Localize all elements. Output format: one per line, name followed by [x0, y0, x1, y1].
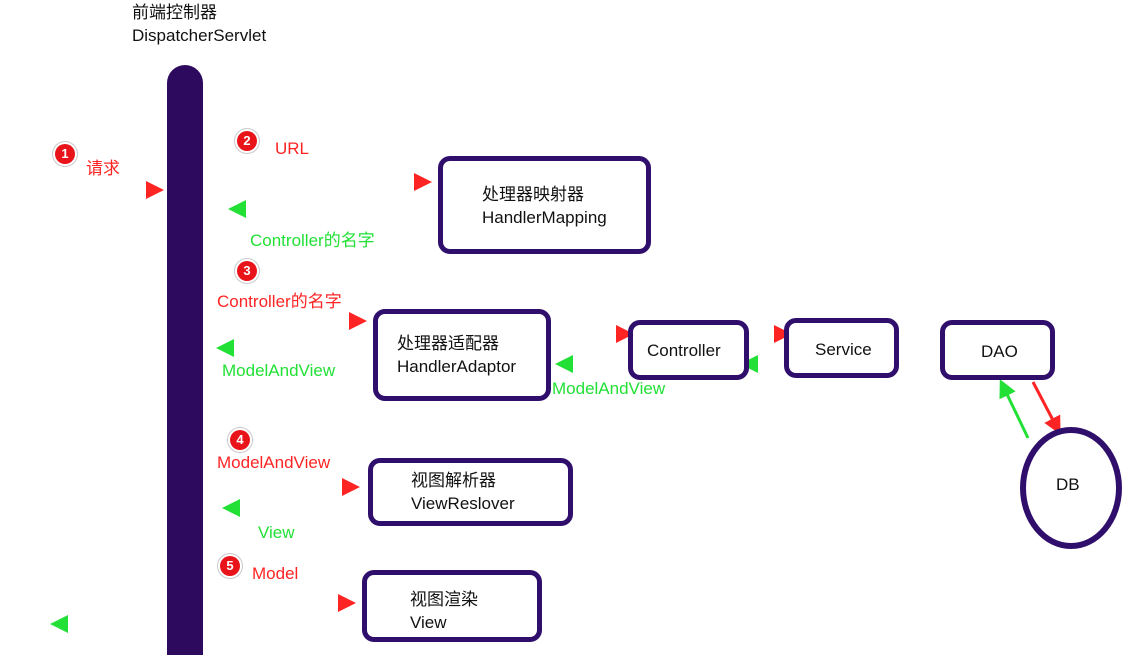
front-controller-title-en: DispatcherServlet: [132, 26, 267, 45]
db-to-dao-arrow: [999, 379, 1030, 439]
front-controller-title-cn: 前端控制器: [132, 3, 217, 22]
dao-box: DAO: [940, 320, 1055, 380]
step-2-badge: 2: [237, 131, 257, 151]
flow-arrows: [14, 173, 1061, 633]
controller-name-return-label: Controller的名字: [250, 231, 375, 250]
db-circle: DB: [1020, 427, 1122, 549]
request-label: 请求: [86, 159, 120, 178]
model-label: Model: [252, 564, 299, 583]
controller-name-label: Controller的名字: [217, 292, 342, 311]
controller-label: Controller: [647, 341, 721, 360]
dao-to-db-arrow: [1031, 381, 1061, 435]
view-render-cn: 视图渲染: [410, 590, 478, 609]
service-box: Service: [784, 318, 899, 378]
handler-mapping-box: 处理器映射器 HandlerMapping: [438, 156, 651, 254]
db-label: DB: [1056, 475, 1080, 494]
view-resolver-cn: 视图解析器: [411, 471, 496, 490]
modelandview-label: ModelAndView: [217, 453, 331, 472]
dao-label: DAO: [981, 342, 1018, 361]
handler-adaptor-box: 处理器适配器 HandlerAdaptor: [373, 309, 551, 401]
view-render-en: View: [410, 613, 447, 632]
handler-adaptor-cn: 处理器适配器: [397, 334, 499, 353]
view-resolver-en: ViewReslover: [411, 494, 515, 513]
handler-adaptor-en: HandlerAdaptor: [397, 357, 517, 376]
view-render-box: 视图渲染 View: [362, 570, 542, 642]
controller-box: Controller: [628, 320, 749, 380]
step-3-badge: 3: [237, 261, 257, 281]
step-4-badge: 4: [230, 430, 250, 450]
step-1-badge: 1: [55, 144, 75, 164]
step-5-badge: 5: [220, 556, 240, 576]
service-label: Service: [815, 340, 872, 359]
chain-modelandview-label: ModelAndView: [552, 379, 666, 398]
handler-mapping-cn: 处理器映射器: [482, 185, 584, 204]
view-return-label: View: [258, 523, 295, 542]
url-label: URL: [275, 139, 310, 158]
modelandview-return-label: ModelAndView: [222, 361, 336, 380]
view-resolver-box: 视图解析器 ViewReslover: [368, 458, 573, 526]
dispatcher-servlet-lifeline: [167, 65, 203, 655]
handler-mapping-en: HandlerMapping: [482, 208, 607, 227]
